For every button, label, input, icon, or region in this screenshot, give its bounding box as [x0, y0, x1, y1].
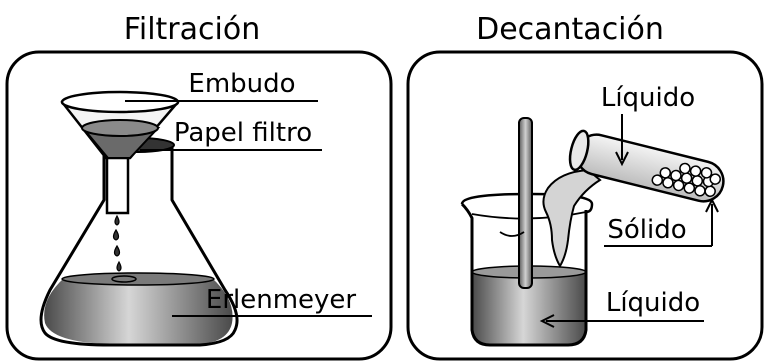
drop: [112, 228, 120, 241]
decantation-frame: [406, 50, 764, 361]
test-tube: [568, 129, 725, 203]
erlenmeyer-flask: [39, 137, 239, 347]
label-liquido-top-text: Líquido: [601, 83, 695, 113]
solid-particles: [651, 162, 721, 197]
label-erlenmeyer: Erlenmeyer: [172, 285, 372, 317]
label-embudo: Embudo: [125, 69, 318, 102]
label-solido: Sólido: [604, 197, 719, 247]
stream-splash: [499, 231, 525, 237]
flask-liquid-surface: [61, 272, 215, 286]
pouring-stream: [542, 168, 602, 268]
beaker-outline: [460, 202, 588, 347]
label-liquido-bottom: Líquido: [539, 288, 704, 328]
decantation-panel: Decantación: [406, 12, 764, 361]
drop: [113, 244, 121, 257]
filter-paper-top: [81, 119, 159, 137]
label-embudo-text: Embudo: [188, 69, 295, 99]
label-papel-filtro-text: Papel filtro: [174, 118, 312, 148]
filtration-title: Filtración: [124, 12, 260, 47]
label-solido-text: Sólido: [607, 215, 686, 245]
beaker-liquid: [472, 272, 586, 344]
drop: [116, 260, 122, 272]
glass-rod: [518, 117, 533, 289]
label-erlenmeyer-text: Erlenmeyer: [206, 285, 357, 315]
filtration-panel: Filtración Embudo: [5, 12, 393, 361]
label-papel-filtro: Papel filtro: [140, 118, 322, 151]
splash: [111, 275, 137, 283]
flask-liquid: [44, 278, 233, 344]
label-liquido-bottom-text: Líquido: [606, 288, 700, 318]
funnel-stem: [105, 153, 137, 283]
funnel: [60, 90, 180, 160]
filtration-frame: [5, 50, 393, 361]
drop: [114, 214, 120, 226]
label-liquido-top: Líquido: [601, 83, 695, 167]
decantation-title: Decantación: [476, 12, 664, 47]
